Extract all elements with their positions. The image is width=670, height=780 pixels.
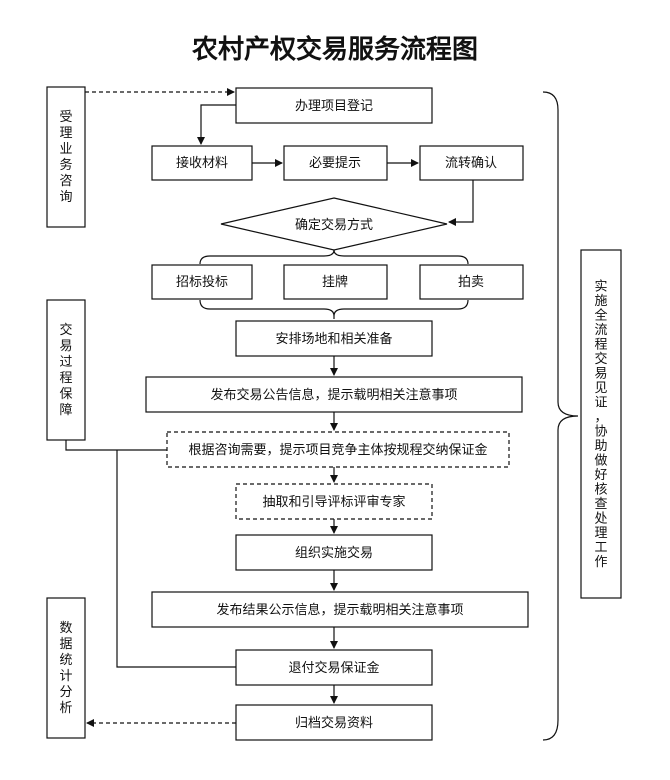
side-box-stats: 数据统计分析 — [46, 597, 86, 739]
step-deposit-label: 根据咨询需要，提示项目竞争主体按规程交纳保证金 — [188, 442, 487, 458]
step-register-label: 办理项目登记 — [295, 99, 373, 114]
step-method-label: 确定交易方式 — [295, 217, 373, 233]
step-experts-label: 抽取和引导评标评审专家 — [262, 494, 405, 510]
step-archive-label: 归档交易资料 — [295, 715, 373, 731]
right-brace — [542, 91, 579, 741]
step-organize-label: 组织实施交易 — [295, 545, 373, 561]
step-receive: 接收材料 — [151, 145, 253, 181]
step-method: 确定交易方式 — [220, 197, 448, 251]
step-deposit: 根据咨询需要，提示项目竞争主体按规程交纳保证金 — [166, 431, 510, 468]
merge-brace — [199, 299, 469, 317]
step-bidding-label: 招标投标 — [176, 274, 228, 290]
step-archive: 归档交易资料 — [235, 704, 433, 741]
step-auction: 拍卖 — [419, 264, 524, 300]
arrow-register-receive — [197, 104, 236, 145]
side-box-guarantee: 交易过程保障 — [46, 299, 86, 441]
step-listing: 挂牌 — [283, 264, 388, 300]
step-result-label: 发布结果公示信息，提示载明相关注意事项 — [216, 602, 463, 618]
side-box-consult: 受理业务咨询 — [46, 86, 86, 228]
step-venue: 安排场地和相关准备 — [235, 320, 433, 357]
step-venue-label: 安排场地和相关准备 — [275, 331, 392, 347]
connectors — [65, 88, 474, 727]
step-announce: 发布交易公告信息，提示载明相关注意事项 — [145, 376, 523, 413]
split-brace — [199, 249, 469, 265]
side-box-stats-label: 数据统计分析 — [59, 621, 72, 716]
step-receive-label: 接收材料 — [176, 155, 228, 171]
step-listing-label: 挂牌 — [322, 274, 348, 290]
step-announce-label: 发布交易公告信息，提示载明相关注意事项 — [210, 387, 457, 403]
line-guarantee-deposit — [65, 440, 167, 451]
step-confirm-label: 流转确认 — [445, 156, 497, 171]
step-prompt: 必要提示 — [283, 145, 388, 181]
side-box-guarantee-label: 交易过程保障 — [59, 322, 72, 418]
page-title: 农村产权交易服务流程图 — [191, 34, 478, 65]
side-box-consult-label: 受理业务咨询 — [59, 110, 72, 205]
step-refund: 退付交易保证金 — [235, 649, 433, 686]
step-bidding: 招标投标 — [151, 264, 253, 300]
arrow-confirm-method — [448, 180, 474, 226]
step-confirm: 流转确认 — [419, 145, 524, 181]
step-prompt-label: 必要提示 — [309, 155, 361, 171]
step-auction-label: 拍卖 — [458, 275, 484, 290]
side-box-witness-label: 实施全流程交易见证，协助做好核查处理工作 — [594, 279, 607, 570]
step-register: 办理项目登记 — [235, 87, 433, 124]
step-refund-label: 退付交易保证金 — [288, 660, 379, 676]
line-guarantee-refund — [116, 450, 236, 668]
step-organize: 组织实施交易 — [235, 534, 433, 571]
side-box-witness: 实施全流程交易见证，协助做好核查处理工作 — [580, 249, 622, 599]
step-experts: 抽取和引导评标评审专家 — [235, 483, 433, 520]
step-result: 发布结果公示信息，提示载明相关注意事项 — [151, 591, 529, 628]
